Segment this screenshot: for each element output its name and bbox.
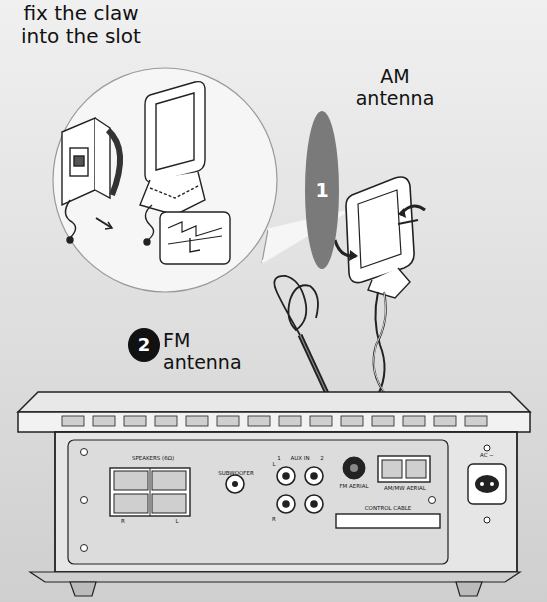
main-unit xyxy=(18,392,530,596)
panel-label: 1 xyxy=(275,455,283,461)
am-aerial-terminal xyxy=(378,456,430,482)
panel-label: AM/MW AERIAL xyxy=(378,485,432,491)
speaker-terminals xyxy=(110,468,190,516)
panel-label: R xyxy=(270,516,278,522)
panel-label: L xyxy=(172,518,182,524)
ac-socket xyxy=(468,445,506,523)
inset-slot-detail xyxy=(160,212,230,264)
am-loop-antenna xyxy=(335,177,425,298)
inset-bubble xyxy=(53,68,277,292)
fm-aerial-pin xyxy=(350,464,358,472)
panel-label: AC ~ xyxy=(470,452,504,458)
panel-label: CONTROL CABLE xyxy=(350,505,426,511)
panel-label: 2 xyxy=(318,455,326,461)
part-name: FM antenna xyxy=(163,330,241,374)
part-name: AM antenna xyxy=(355,66,435,110)
panel-label: FM AERIAL xyxy=(334,483,374,489)
subwoofer-jack xyxy=(226,475,244,493)
panel-label: SPEAKERS (6Ω) xyxy=(118,455,188,461)
fm-aerial-socket xyxy=(343,457,365,479)
control-cable-slot xyxy=(336,514,440,528)
screws xyxy=(81,449,436,552)
instruction-note: fix the claw into the slot xyxy=(2,2,160,48)
subwoofer-jack-pin xyxy=(232,481,238,487)
panel-label: R xyxy=(118,518,128,524)
callout-number: 1 xyxy=(305,111,339,269)
panel-label: AUX IN xyxy=(284,455,316,461)
vents xyxy=(62,416,487,426)
inset-antenna-rear xyxy=(62,118,120,243)
aux-jacks xyxy=(277,467,323,513)
panel-label: SUBWOOFER xyxy=(213,470,259,476)
panel-label: L xyxy=(270,461,278,467)
callout-number: 2 xyxy=(128,328,160,362)
